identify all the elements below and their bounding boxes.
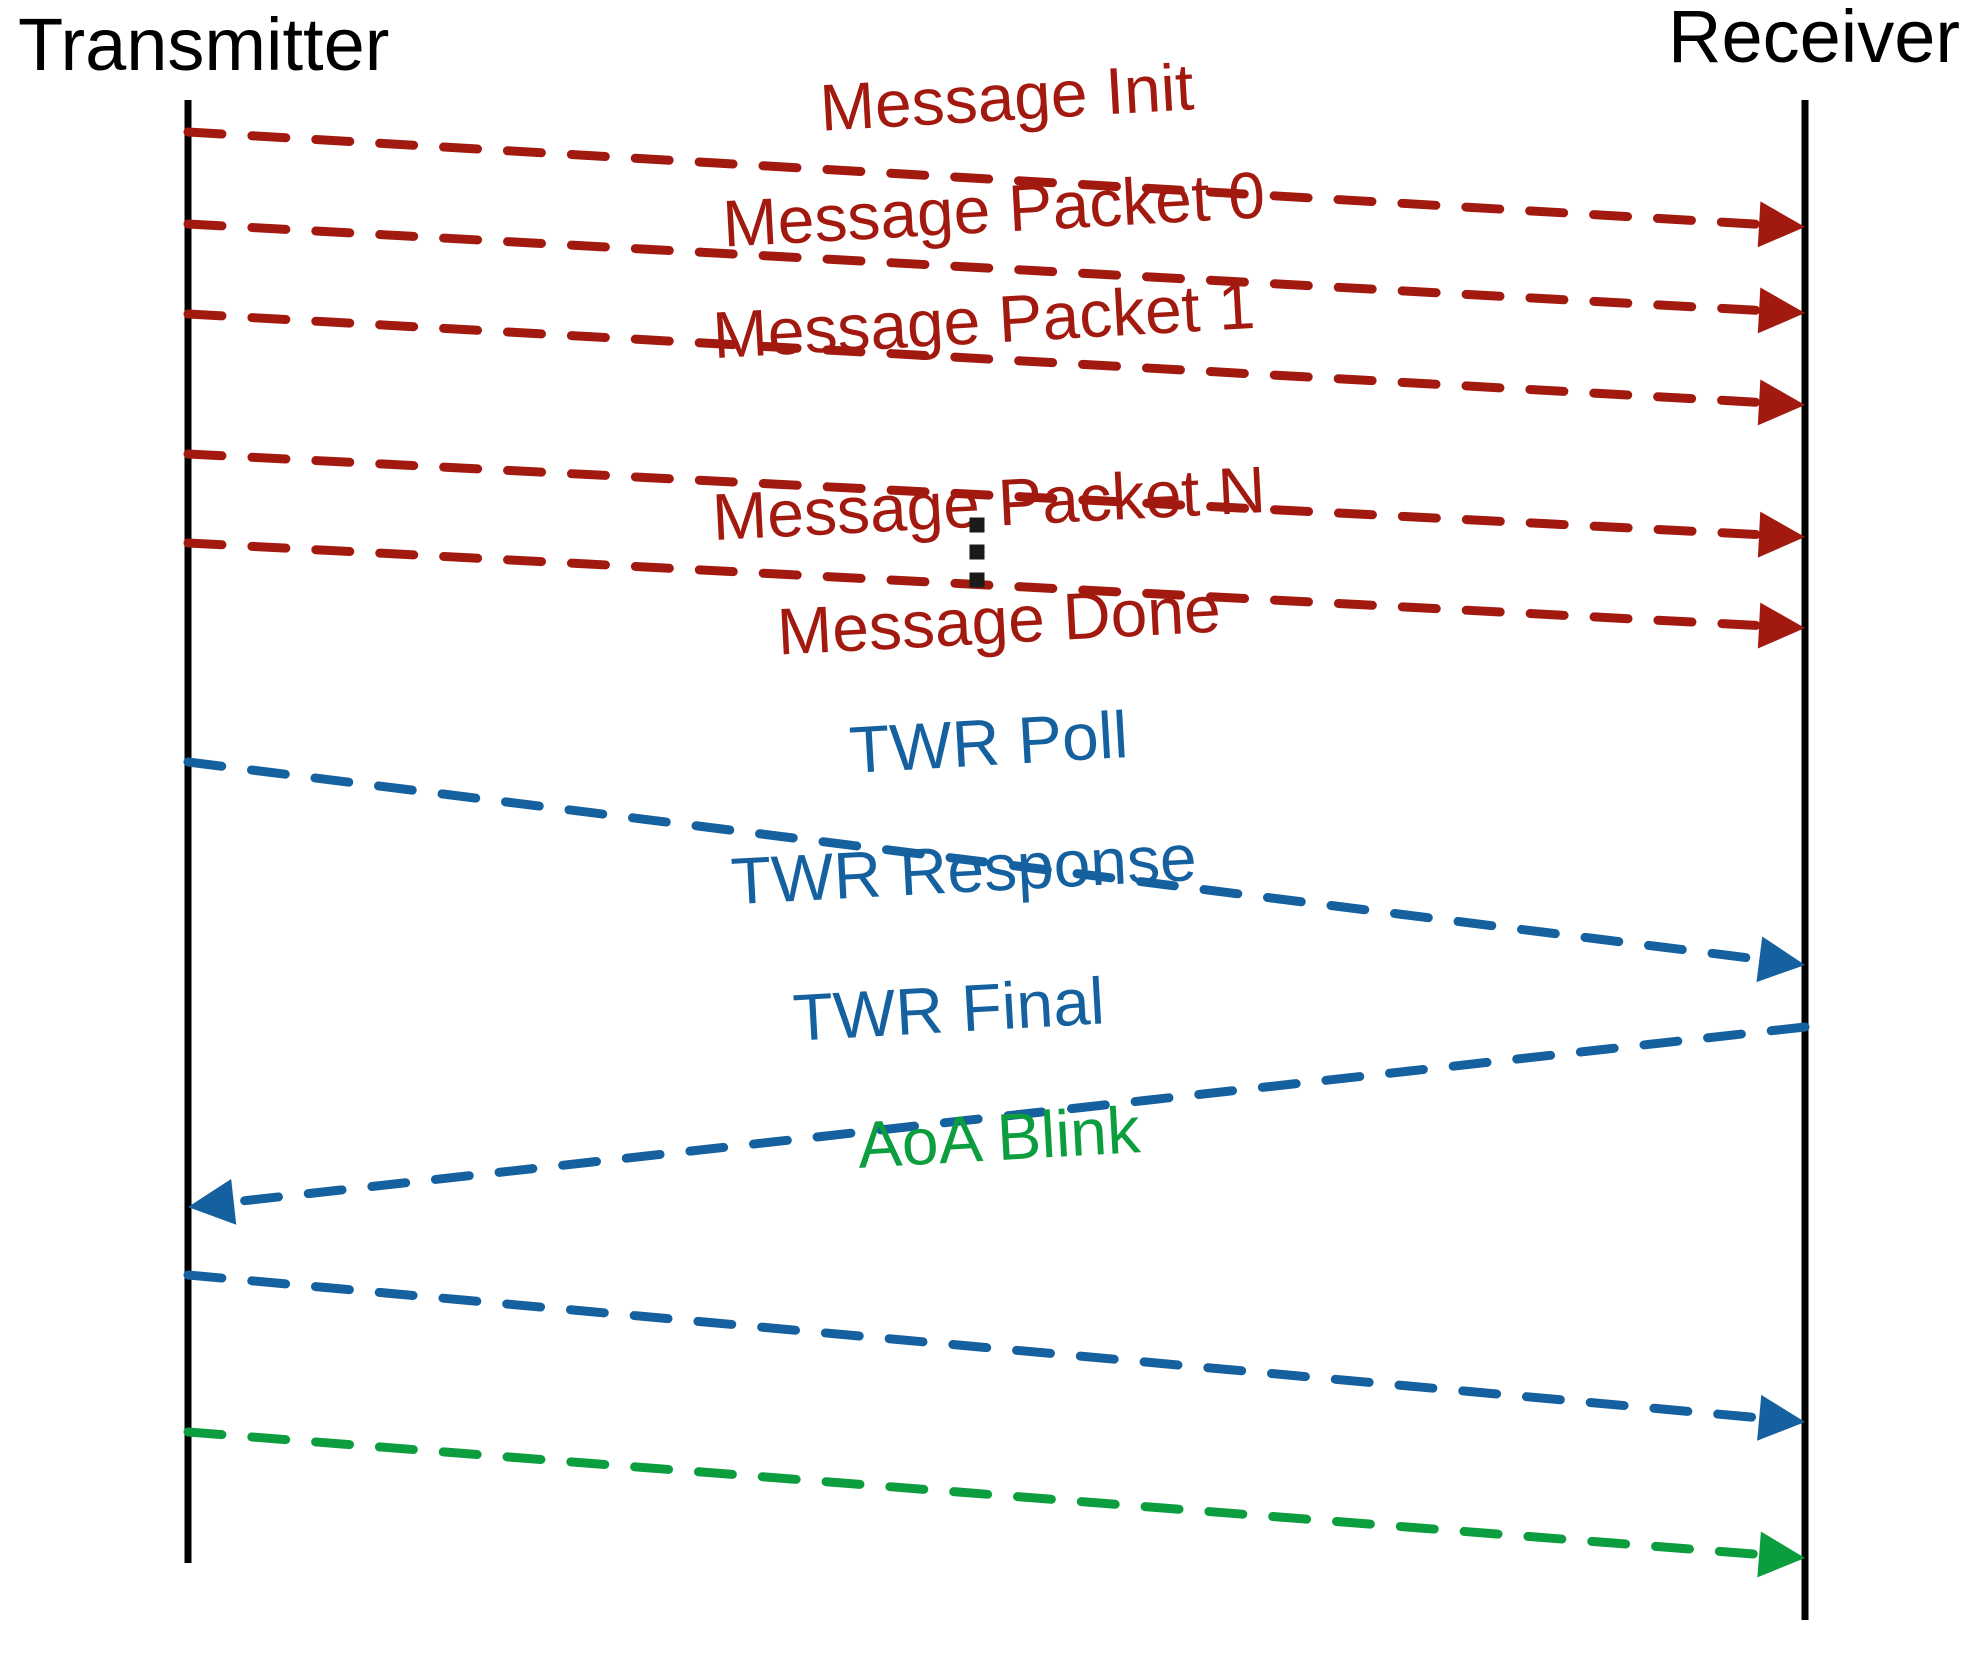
arrowhead-twr-final xyxy=(1757,1394,1805,1441)
vertical-ellipsis xyxy=(969,517,985,588)
message-label-twr-final: TWR Final xyxy=(791,963,1106,1054)
arrowhead-message-done xyxy=(1757,602,1805,649)
arrowhead-message-packet-0 xyxy=(1757,287,1805,334)
message-label-twr-poll: TWR Poll xyxy=(847,697,1129,787)
message-label-aoa-blink: AoA Blink xyxy=(856,1092,1143,1182)
message-line-twr-poll[interactable] xyxy=(183,757,1777,966)
message-label-twr-response: TWR Response xyxy=(729,820,1198,918)
message-label-message-packet-0: Message Packet 0 xyxy=(721,157,1267,260)
message-line-message-packet-n[interactable] xyxy=(183,449,1777,540)
message-label-message-init: Message Init xyxy=(818,49,1196,144)
arrowhead-twr-response xyxy=(188,1179,237,1225)
arrowhead-message-packet-n xyxy=(1757,511,1805,558)
actor-label-receiver: Receiver xyxy=(1668,0,1960,78)
message-line-twr-response[interactable] xyxy=(216,1022,1810,1208)
lifelines-group xyxy=(184,100,1809,1620)
message-label-message-packet-n: Message Packet N xyxy=(710,452,1267,554)
ellipsis-dot-0 xyxy=(969,517,985,533)
arrowhead-message-packet-1 xyxy=(1757,379,1805,426)
message-line-twr-final[interactable] xyxy=(183,1270,1777,1424)
message-line-aoa-blink[interactable] xyxy=(183,1427,1777,1560)
arrowhead-message-init xyxy=(1757,201,1805,248)
message-line-message-init[interactable] xyxy=(183,127,1777,230)
message-line-message-packet-1[interactable] xyxy=(183,309,1777,408)
ellipsis-dot-2 xyxy=(969,572,985,588)
message-label-message-done: Message Done xyxy=(775,571,1222,668)
ellipsis-dot-1 xyxy=(969,544,985,560)
arrowhead-twr-poll xyxy=(1756,936,1805,983)
message-line-message-packet-0[interactable] xyxy=(183,219,1777,316)
arrowhead-aoa-blink xyxy=(1757,1531,1805,1578)
actor-labels-group: Transmitter Receiver xyxy=(18,0,1960,86)
actor-label-transmitter: Transmitter xyxy=(18,3,389,86)
message-label-message-packet-1: Message Packet 1 xyxy=(711,268,1257,372)
